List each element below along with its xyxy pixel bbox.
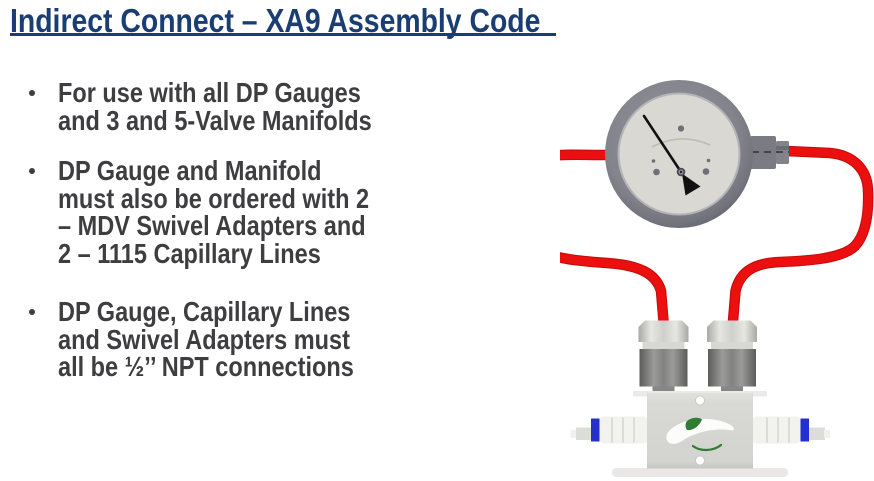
swivel-adapter-left [638,320,689,394]
bullet-marker [24,157,58,174]
mounting-hole-bottom [695,455,705,466]
winters-logo [666,417,734,452]
gauge-scale-arc [651,138,711,148]
quick-connect-fitting-right [752,416,830,444]
dp-gauge-illustration [605,80,753,228]
bullet-text: DP Gauge and Manifold must also be order… [58,155,370,269]
bullet-marker [24,79,58,96]
gauge-scale-dots [651,125,711,176]
quick-connect-fitting-left [570,416,648,444]
bullet-marker [24,298,58,315]
bullet-text: DP Gauge, Capillary Lines and Swivel Ada… [58,296,354,382]
bullet-text: For use with all DP Gauges and 3 and 5-V… [58,77,372,136]
assembly-illustration [560,80,874,477]
bullet-list: For use with all DP Gauges and 3 and 5-V… [24,79,454,404]
mounting-hole-top [695,395,705,406]
manifold-block [633,391,767,469]
capillary-line-left [560,149,669,327]
bullet-item: For use with all DP Gauges and 3 and 5-V… [24,77,454,136]
blue-band [591,418,600,442]
title-underline [10,33,556,36]
bullet-item: DP Gauge, Capillary Lines and Swivel Ada… [24,298,454,381]
blue-band [800,418,809,442]
swivel-adapter-right [707,320,757,394]
manifold-base-shadow [612,468,788,477]
page-title: Indirect Connect – XA9 Assembly Code [10,2,541,39]
gauge-face [619,94,739,214]
gauge-connection-fitting [750,136,789,169]
gauge-needle [642,114,701,196]
capillary-line-right [727,145,874,327]
bullet-item: DP Gauge and Manifold must also be order… [24,155,454,269]
